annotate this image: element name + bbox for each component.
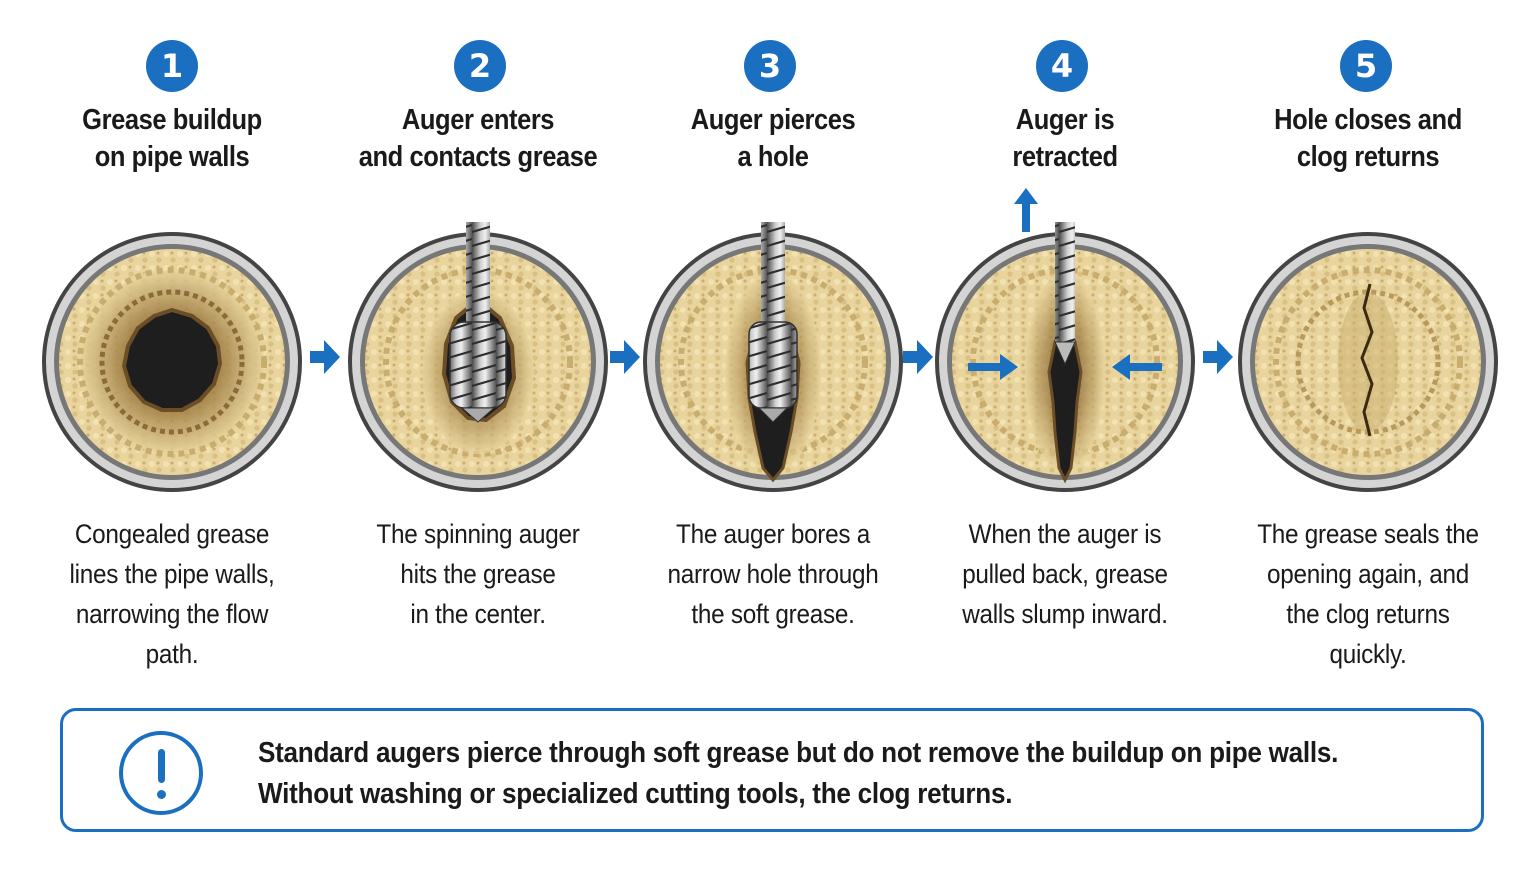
arrow-inward-right-icon [968,354,1018,380]
exclamation-circle-icon [119,731,203,815]
step-title: Auger enters and contacts grease [358,104,598,173]
step-description: The auger bores a narrow hole through th… [667,519,879,629]
pipe-cross-section-auger-retracted [935,222,1195,492]
step-number-badge: 3 [744,40,796,92]
pipe-cross-section-clog-returns [1238,232,1498,492]
step-title: Auger pierces a hole [690,104,856,173]
step-description: Congealed grease lines the pipe walls, n… [69,519,275,669]
step-title: Auger is retracted [1012,104,1118,173]
step-description: When the auger is pulled back, grease wa… [962,519,1168,629]
step-description: The spinning auger hits the grease in th… [376,519,580,629]
pipe-cross-section-auger-enters [348,222,608,492]
warning-note-text: Standard augers pierce through soft grea… [258,737,1339,810]
step-title: Hole closes and clog returns [1274,104,1462,173]
arrow-right-icon [1203,340,1233,374]
arrow-up-icon [1014,188,1038,232]
arrow-right-icon [903,340,933,374]
step-number-badge: 5 [1340,40,1392,92]
step-number-badge: 1 [146,40,198,92]
pipe-cross-section-auger-pierces [643,222,903,492]
arrow-right-icon [610,340,640,374]
warning-note: Standard augers pierce through soft grea… [60,708,1484,832]
step-description: The grease seals the opening again, and … [1257,519,1479,669]
arrow-right-icon [310,340,340,374]
step-number-badge: 4 [1036,40,1088,92]
step-number-badge: 2 [454,40,506,92]
pipe-cross-section-grease-buildup [42,232,302,492]
step-title: Grease buildup on pipe walls [82,104,262,173]
arrow-inward-left-icon [1112,354,1162,380]
